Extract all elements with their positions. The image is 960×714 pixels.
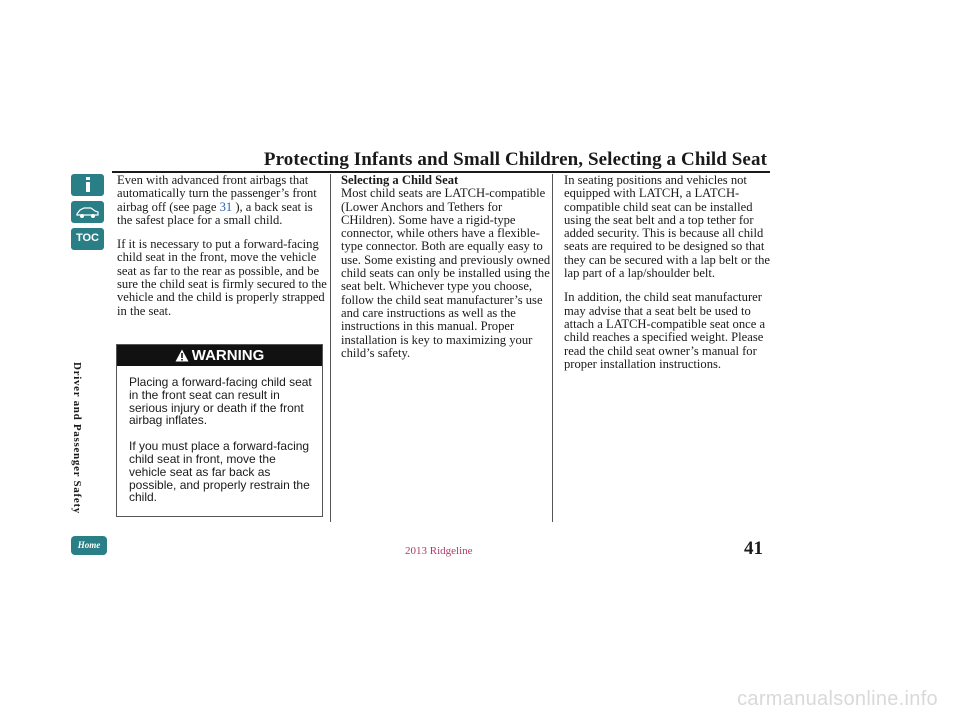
title-rule [112, 171, 770, 173]
column-3: In seating positions and vehicles not eq… [564, 173, 774, 371]
page-title: Protecting Infants and Small Children, S… [263, 149, 767, 170]
info-button[interactable] [71, 174, 104, 196]
home-button[interactable]: Home [71, 536, 107, 555]
column-divider [552, 174, 553, 522]
forward-facing-paragraph: If it is necessary to put a forward-faci… [117, 237, 327, 318]
warning-text-1: Placing a forward-facing child seat in t… [129, 375, 312, 428]
column-2: Selecting a Child Seat Most child seats … [341, 173, 551, 360]
column-divider [330, 174, 331, 522]
latch-paragraph: Most child seats are LATCH-compatible (L… [341, 186, 551, 360]
car-button[interactable] [71, 201, 104, 223]
manufacturer-paragraph: In addition, the child seat manufacturer… [564, 290, 766, 371]
warning-label: WARNING [191, 347, 265, 364]
warning-body: Placing a forward-facing child seat in t… [129, 376, 315, 504]
footer-model: 2013 Ridgeline [405, 545, 473, 557]
watermark: carmanualsonline.info [737, 688, 938, 710]
subhead-selecting: Selecting a Child Seat [341, 173, 459, 187]
intro-paragraph: Even with advanced front airbags that au… [117, 173, 317, 227]
toc-button[interactable]: TOC [71, 228, 104, 250]
page-link[interactable]: 31 [219, 199, 233, 214]
page-number: 41 [744, 538, 763, 559]
warning-text-2: If you must place a forward-facing child… [129, 439, 310, 505]
warning-header: WARNING [117, 345, 322, 366]
warning-triangle-icon [175, 349, 189, 362]
car-icon [76, 207, 99, 218]
column-1: Even with advanced front airbags that au… [117, 173, 329, 318]
warning-box: WARNING Placing a forward-facing child s… [116, 344, 323, 517]
section-label: Driver and Passenger Safety [71, 362, 83, 515]
toc-label: TOC [75, 232, 100, 244]
seating-paragraph: In seating positions and vehicles not eq… [564, 173, 770, 281]
